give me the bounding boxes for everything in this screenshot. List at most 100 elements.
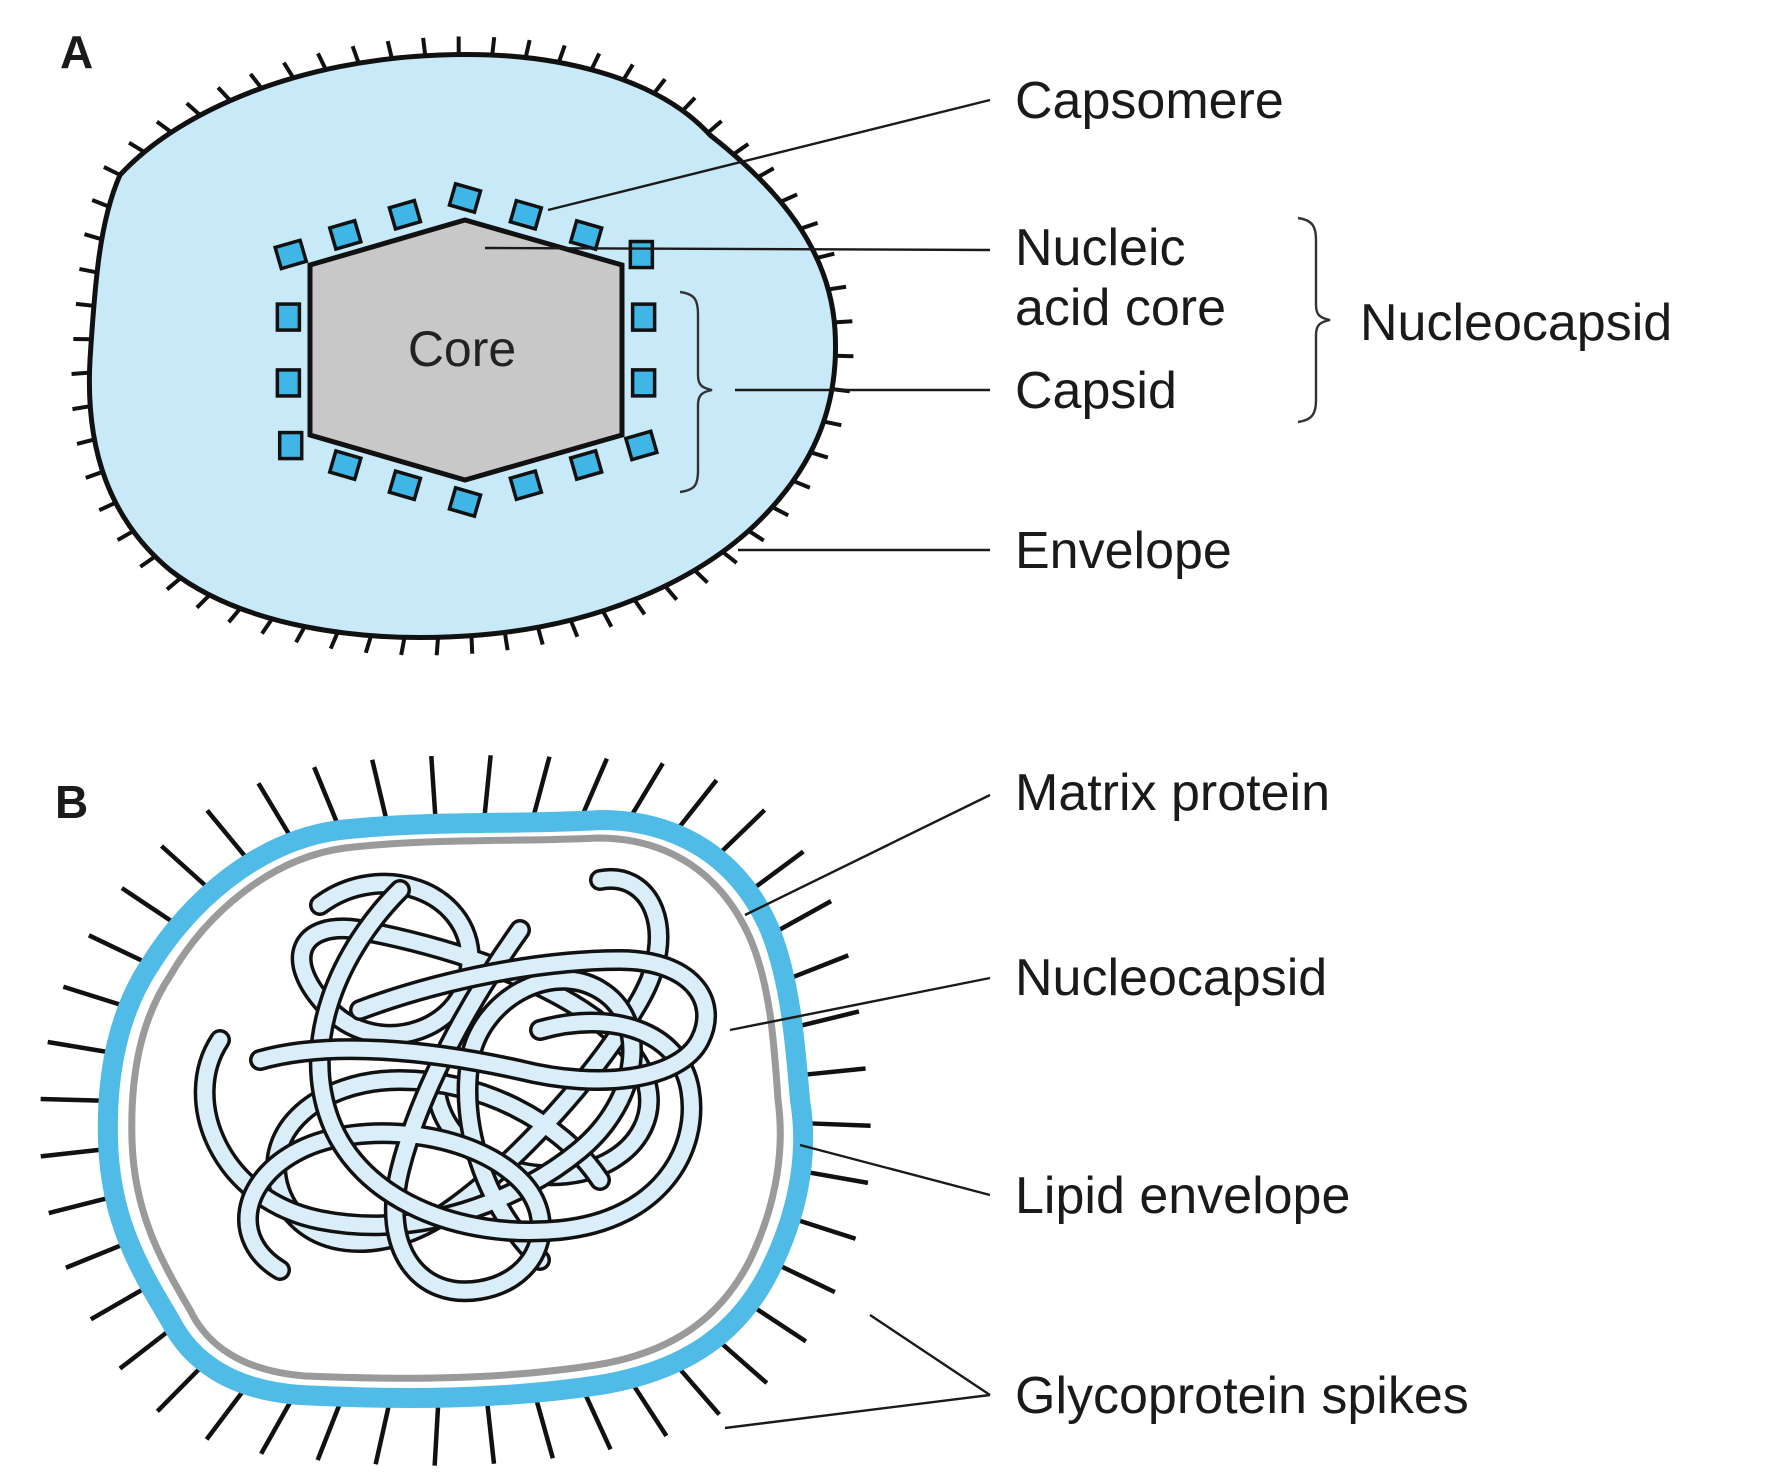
glycoprotein-spike (256, 782, 292, 836)
envelope-spike (260, 617, 274, 635)
glycoprotein-spike (159, 844, 208, 888)
glycoprotein-spike (205, 809, 248, 859)
envelope-spike (632, 598, 647, 616)
envelope-spike (816, 251, 835, 260)
envelope-spike (469, 635, 475, 654)
nucleic-acid-core-hexagon (307, 217, 625, 483)
envelope-spike (139, 554, 157, 569)
capsomere (568, 218, 604, 252)
glycoprotein-spike (40, 1096, 101, 1103)
glycoprotein-spike (118, 1330, 169, 1371)
glycoprotein-spike (315, 1403, 342, 1461)
capsid-brace (679, 290, 713, 494)
envelope-spike (834, 319, 853, 325)
envelope-spike (75, 301, 95, 308)
envelope-spike (79, 266, 98, 275)
glycoprotein-spike (40, 1147, 101, 1159)
glycoprotein-spike (797, 1218, 857, 1241)
nucleic-acid-label-line1: Nucleic (1015, 219, 1186, 277)
capsomere (447, 485, 483, 519)
glycoprotein-spike (808, 1170, 869, 1186)
capsomere (387, 468, 423, 502)
capsomere-label: Capsomere (1015, 72, 1284, 130)
envelope-spike (502, 632, 510, 651)
glycoprotein-spike (753, 849, 805, 890)
glycoprotein-spike (719, 808, 767, 854)
nucleocapsid-leader-b (729, 976, 991, 1032)
glycoprotein-spike (432, 1405, 441, 1466)
glycoprotein-spike (720, 1341, 769, 1385)
envelope-spike (747, 529, 765, 543)
envelope-spike (282, 61, 296, 79)
envelope-spike (693, 568, 709, 585)
capsomere (630, 368, 657, 398)
envelope-spike (165, 576, 183, 592)
capsomere (327, 448, 364, 482)
nucleocapsid-coil (252, 952, 714, 1088)
glycoprotein-spike (47, 1039, 108, 1055)
envelope-spike (350, 45, 361, 64)
envelope-spike (706, 119, 723, 135)
glycoprotein-spike (48, 1196, 108, 1216)
envelope-spikes (71, 36, 854, 656)
envelope-spike (556, 44, 567, 64)
glycoprotein-leader-2 (724, 1393, 991, 1430)
capsomere (275, 302, 302, 332)
capsomere (628, 239, 655, 270)
envelope-label: Envelope (1015, 522, 1232, 580)
envelope-spike (83, 232, 103, 242)
glycoprotein-spike (777, 899, 833, 933)
envelope-spike (248, 72, 264, 90)
glycoprotein-spike (805, 1066, 866, 1077)
envelope-spike (568, 619, 580, 638)
glycoprotein-spike (791, 953, 850, 980)
capsomere (447, 181, 483, 215)
envelope-spike (185, 101, 202, 117)
lipid-envelope-label: Lipid envelope (1015, 1167, 1350, 1225)
envelope-spike (757, 166, 775, 179)
glycoprotein-spike (581, 757, 609, 815)
envelope-spike (76, 437, 95, 446)
glycoprotein-spike (204, 1390, 245, 1441)
envelope-spike (399, 636, 407, 656)
glycoprotein-spike (155, 1367, 202, 1413)
envelope-spike (792, 479, 811, 490)
capsomere (387, 198, 423, 232)
envelope-spike (810, 450, 829, 460)
glycoprotein-spike (754, 1306, 808, 1344)
capsomere (277, 430, 304, 461)
glycoprotein-spike (534, 1399, 556, 1459)
envelope-spike (385, 40, 394, 60)
envelope-spike (434, 637, 441, 656)
glycoprotein-spike (482, 755, 493, 816)
envelope-spike (421, 37, 428, 56)
envelope-spike (363, 635, 373, 654)
panel-b-enveloped-virus: B Matrix protein Nucleocapsid Lipid enve… (40, 755, 1469, 1466)
capsomere (630, 302, 657, 332)
glycoprotein-spike (89, 1287, 144, 1322)
envelope-spike (663, 584, 679, 602)
envelope-spike (799, 220, 819, 231)
matrix-protein-label: Matrix protein (1015, 764, 1330, 822)
capsomere (275, 368, 302, 398)
matrix-protein-leader (744, 793, 991, 917)
nucleic-acid-label-line2: acid core (1015, 279, 1226, 337)
capsomere (623, 429, 660, 462)
envelope-spike (294, 625, 307, 644)
glycoprotein-spike (531, 756, 552, 816)
envelope-spike (681, 96, 697, 113)
capsomere (327, 218, 364, 252)
envelope-spike (216, 86, 232, 102)
envelope-spike (827, 284, 847, 292)
capsomere-leader (547, 98, 991, 212)
envelope-spike (127, 140, 146, 154)
capsomere (568, 448, 604, 482)
lipid-envelope-leader (799, 1143, 991, 1197)
envelope-spike (116, 529, 135, 542)
glycoprotein-spike (630, 762, 665, 816)
envelope-spike (195, 593, 212, 610)
capsomeres (272, 181, 660, 519)
glycoprotein-spike (312, 766, 340, 824)
envelope-spike (721, 550, 738, 565)
